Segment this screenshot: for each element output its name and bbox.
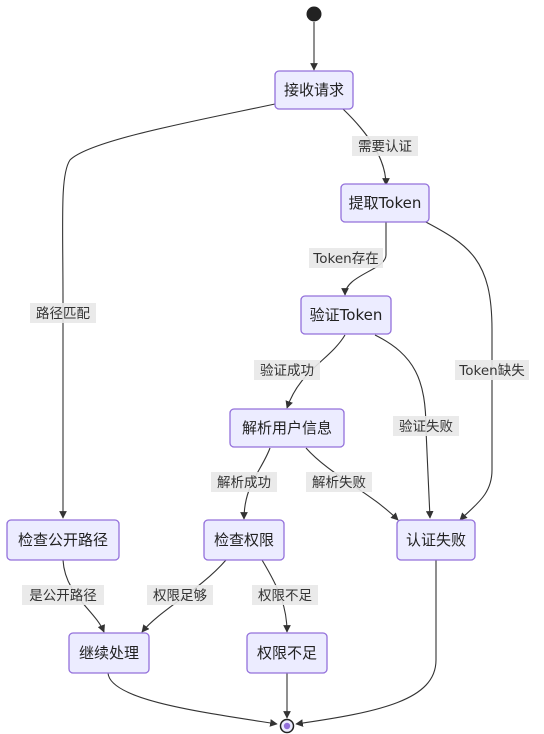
svg-text:权限不足: 权限不足 (258, 587, 312, 604)
edge-receive-public (59, 103, 276, 519)
svg-text:需要认证: 需要认证 (358, 139, 412, 155)
svg-text:Token缺失: Token缺失 (458, 363, 525, 379)
svg-text:解析失败: 解析失败 (312, 475, 366, 491)
edge-extract-fail (421, 219, 493, 521)
edge-label-perm-insufficient: 权限不足 (252, 585, 318, 605)
svg-text:解析用户信息: 解析用户信息 (242, 419, 332, 437)
svg-text:权限足够: 权限足够 (153, 587, 207, 604)
svg-text:检查权限: 检查权限 (214, 531, 274, 549)
node-check-permission[interactable]: 检查权限 (203, 519, 285, 561)
edge-fail-end (295, 560, 437, 727)
edge-label-parse-ok: 解析成功 (211, 472, 277, 492)
node-permission-denied[interactable]: 权限不足 (246, 632, 328, 674)
edge-label-path-match: 路径匹配 (30, 303, 96, 323)
edge-label-token-exists: Token存在 (309, 248, 383, 268)
node-verify-token[interactable]: 验证Token (300, 295, 392, 335)
edge-label-parse-fail: 解析失败 (306, 472, 372, 492)
edges (59, 22, 493, 727)
svg-text:Token存在: Token存在 (312, 251, 378, 267)
svg-text:检查公开路径: 检查公开路径 (18, 531, 108, 549)
edge-extract-verify (341, 220, 387, 296)
node-check-public-path[interactable]: 检查公开路径 (6, 519, 120, 561)
edge-continue-end (107, 672, 278, 727)
edge-label-verify-fail: 验证失败 (393, 416, 459, 436)
svg-text:解析成功: 解析成功 (217, 475, 271, 491)
edge-label-is-public: 是公开路径 (22, 585, 104, 605)
svg-text:认证失败: 认证失败 (406, 531, 466, 549)
start-node (306, 6, 322, 22)
svg-text:提取Token: 提取Token (349, 194, 422, 212)
svg-text:继续处理: 继续处理 (79, 644, 139, 662)
end-node (279, 718, 295, 734)
node-continue-processing[interactable]: 继续处理 (68, 632, 150, 674)
edge-label-perm-ok: 权限足够 (147, 585, 213, 605)
svg-text:接收请求: 接收请求 (284, 81, 344, 99)
edge-labels: 需要认证 路径匹配 Token存在 Token缺失 验证成功 验证失败 解析成功… (22, 136, 529, 605)
node-receive-request[interactable]: 接收请求 (274, 70, 354, 110)
svg-text:是公开路径: 是公开路径 (29, 588, 97, 604)
edge-label-token-missing: Token缺失 (455, 360, 529, 380)
node-extract-token[interactable]: 提取Token (340, 183, 430, 223)
edge-label-need-auth: 需要认证 (352, 136, 418, 156)
svg-text:验证Token: 验证Token (310, 306, 383, 324)
svg-text:验证成功: 验证成功 (260, 363, 314, 379)
edge-label-verify-ok: 验证成功 (254, 360, 320, 380)
svg-text:权限不足: 权限不足 (257, 644, 317, 662)
node-parse-user-info[interactable]: 解析用户信息 (229, 408, 345, 448)
node-auth-failed[interactable]: 认证失败 (396, 519, 476, 561)
svg-text:路径匹配: 路径匹配 (36, 306, 90, 322)
svg-text:验证失败: 验证失败 (399, 419, 453, 435)
